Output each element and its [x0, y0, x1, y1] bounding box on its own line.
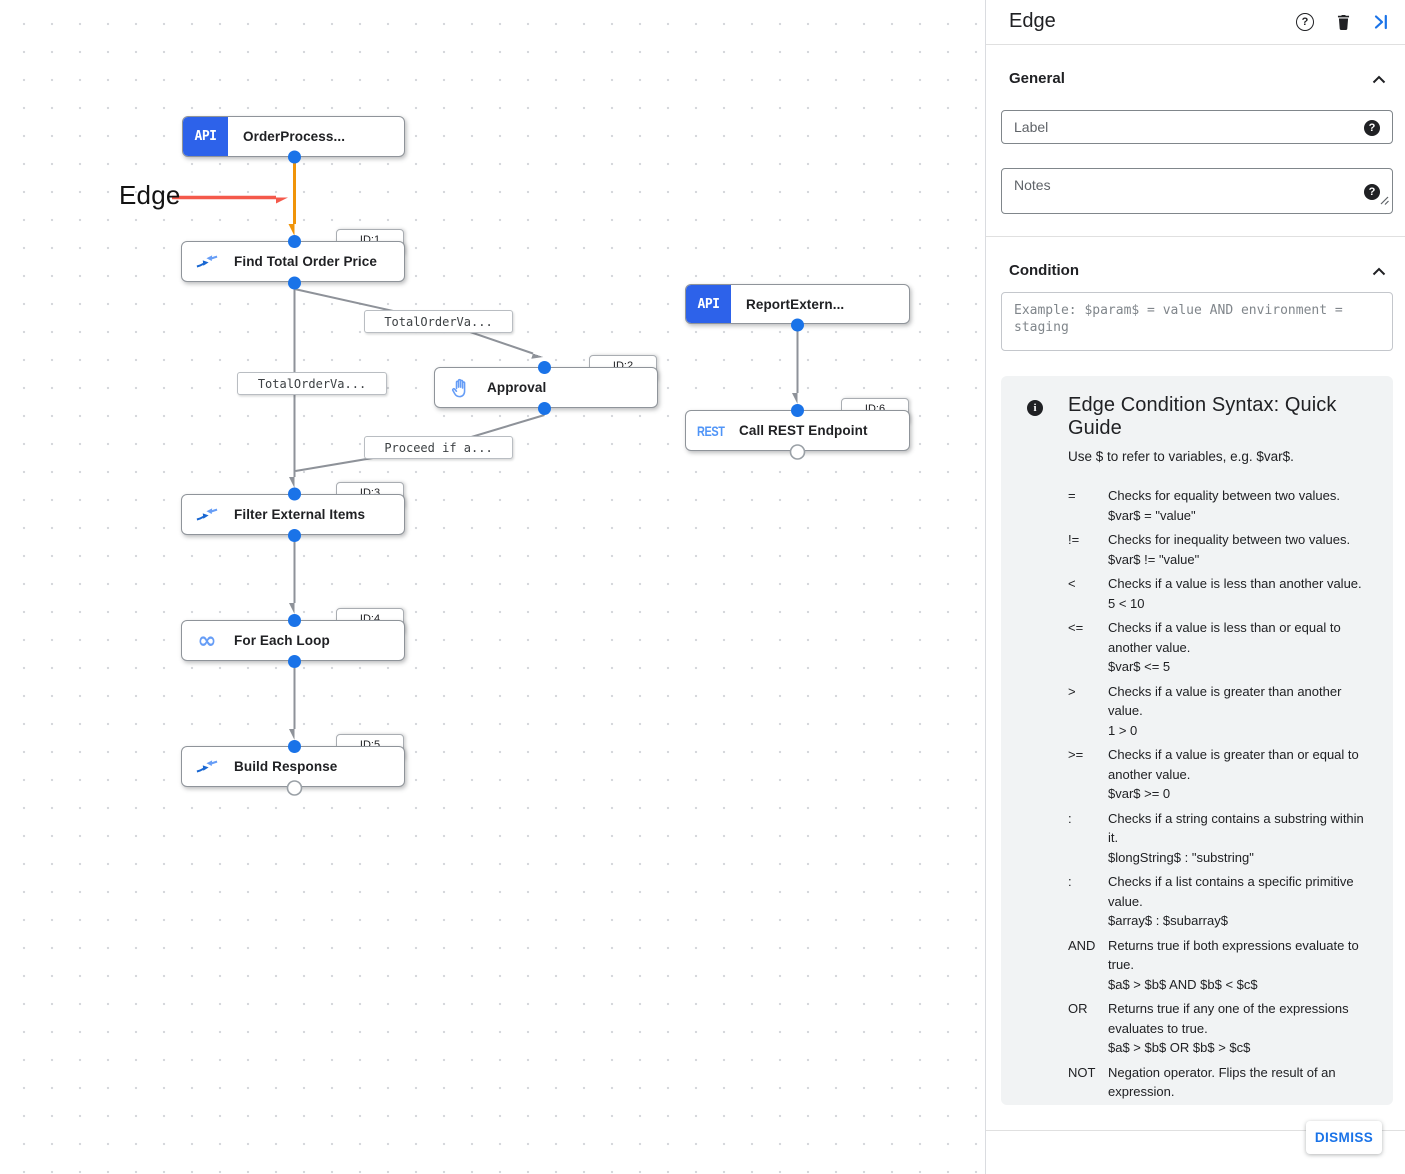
node-build-response[interactable]: Build Response	[181, 746, 405, 787]
node-find-total-order-price[interactable]: Find Total Order Price	[181, 241, 405, 282]
condition-syntax-guide: i Edge Condition Syntax: Quick Guide Use…	[1001, 376, 1393, 1105]
resize-handle-icon[interactable]	[1379, 192, 1389, 210]
guide-subtitle: Use $ to refer to variables, e.g. $var$.	[1068, 449, 1294, 464]
delete-icon[interactable]	[1333, 12, 1353, 32]
api-trigger-icon: API	[686, 285, 731, 323]
panel-header: Edge ?	[986, 0, 1405, 45]
edge-condition-label[interactable]: Proceed if a...	[364, 436, 513, 459]
notes-input[interactable]	[1002, 169, 1392, 213]
connector-dots-layer	[286, 150, 806, 796]
guide-row: <Checks if a value is less than another …	[1068, 576, 1362, 611]
node-order-process-trigger[interactable]: API OrderProcess...	[182, 116, 405, 157]
panel-title: Edge	[1009, 10, 1056, 32]
dismiss-button[interactable]: DISMISS	[1306, 1121, 1382, 1154]
node-report-extern-trigger[interactable]: API ReportExtern...	[685, 284, 910, 324]
node-approval[interactable]: Approval	[434, 367, 658, 408]
notes-help-icon[interactable]: ?	[1364, 184, 1380, 200]
data-mapping-icon	[195, 506, 219, 523]
condition-section-heading: Condition	[1009, 262, 1079, 279]
collapse-panel-icon[interactable]	[1371, 12, 1391, 32]
guide-row: >=Checks if a value is greater than or e…	[1068, 747, 1359, 801]
chevron-up-icon[interactable]	[1371, 72, 1387, 88]
data-mapping-icon	[195, 253, 219, 270]
edge-properties-panel: Edge ? General ? ? Condition	[985, 0, 1405, 1174]
guide-row: :Checks if a list contains a specific pr…	[1068, 874, 1354, 928]
rest-task-icon: REST	[697, 422, 725, 439]
flow-canvas[interactable]: Edge ID:1 ID:2 ID:6 ID:3 ID:4 ID:5 API O…	[0, 0, 985, 1174]
condition-field-wrapper	[1001, 292, 1393, 351]
guide-title: Edge Condition Syntax: Quick Guide	[1068, 394, 1337, 439]
guide-row: =Checks for equality between two values.…	[1068, 488, 1340, 523]
chevron-up-icon[interactable]	[1371, 264, 1387, 280]
footer-divider	[986, 1130, 1405, 1131]
edge-condition-label[interactable]: TotalOrderVa...	[364, 310, 513, 333]
label-input[interactable]	[1002, 111, 1392, 143]
guide-row: :Checks if a string contains a substring…	[1068, 810, 1364, 865]
condition-input[interactable]	[1002, 293, 1392, 350]
section-divider	[986, 236, 1405, 237]
loop-icon: ∞	[197, 627, 217, 654]
node-for-each-loop[interactable]: ∞ For Each Loop	[181, 620, 405, 661]
edges-layer	[172, 161, 799, 1174]
guide-row: !=Checks for inequality between two valu…	[1068, 532, 1351, 567]
info-icon: i	[1027, 400, 1043, 416]
edge-annotation-label: Edge	[119, 180, 181, 210]
notes-field-wrapper: ?	[1001, 168, 1393, 214]
guide-row: >Checks if a value is greater than anoth…	[1068, 683, 1342, 738]
guide-rows: =Checks for equality between two values.…	[1068, 486, 1377, 1105]
edge-condition-label[interactable]: TotalOrderVa...	[237, 372, 387, 395]
help-icon[interactable]: ?	[1295, 12, 1315, 32]
node-call-rest-endpoint[interactable]: REST Call REST Endpoint	[685, 410, 910, 451]
hand-approval-icon	[448, 377, 472, 399]
general-section-heading: General	[1009, 70, 1065, 87]
api-trigger-icon: API	[183, 117, 228, 156]
data-mapping-icon	[195, 758, 219, 775]
guide-row: <=Checks if a value is less than or equa…	[1068, 620, 1341, 674]
label-help-icon[interactable]: ?	[1364, 120, 1380, 136]
node-filter-external-items[interactable]: Filter External Items	[181, 494, 405, 535]
label-field-wrapper: ?	[1001, 110, 1393, 144]
